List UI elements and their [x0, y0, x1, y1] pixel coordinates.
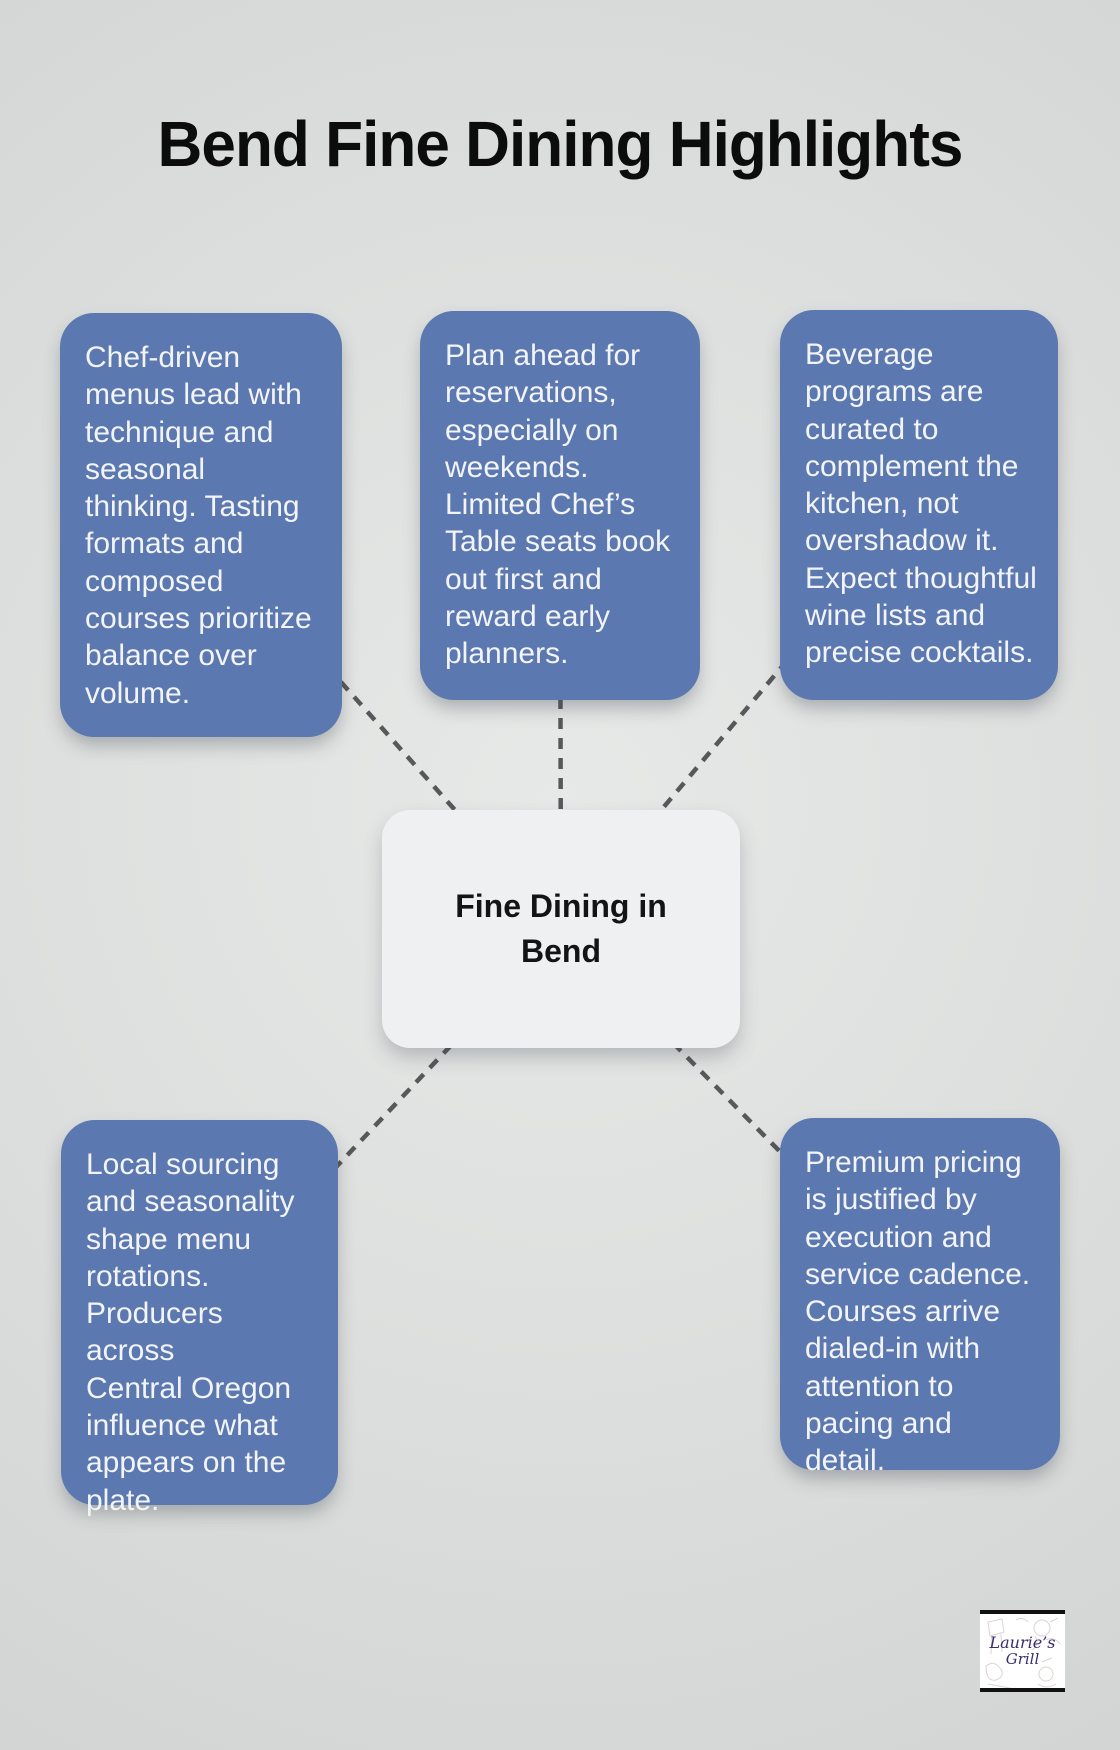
- info-node-beverage-programs: Beverage programs are curated to complem…: [780, 310, 1058, 700]
- info-node-chef-driven-menus: Chef-driven menus lead with technique an…: [60, 313, 342, 737]
- info-node-text: Local sourcing and seasonality shape men…: [86, 1148, 295, 1517]
- info-node-text: Beverage programs are curated to complem…: [805, 338, 1037, 670]
- lauries-grill-logo: Laurie’s Grill: [980, 1610, 1065, 1692]
- logo-name-line2: Grill: [1005, 1650, 1040, 1668]
- logo-sketch-doodles: [985, 1617, 1061, 1688]
- info-node-text: Premium pricing is justified by executio…: [805, 1146, 1031, 1478]
- info-node-reservations: Plan ahead for reservations, especially …: [420, 311, 700, 700]
- info-node-text: Chef-driven menus lead with technique an…: [85, 341, 312, 710]
- info-node-premium-pricing: Premium pricing is justified by executio…: [780, 1118, 1060, 1477]
- info-node-text: Plan ahead for reservations, especially …: [445, 339, 671, 671]
- logo-wordmark: Laurie’s Grill: [990, 1634, 1056, 1668]
- central-topic-label: Fine Dining in Bend: [455, 888, 667, 969]
- page-title: Bend Fine Dining Highlights: [157, 108, 964, 180]
- info-node-local-sourcing: Local sourcing and seasonality shape men…: [61, 1120, 338, 1517]
- central-topic-node: Fine Dining in Bend: [382, 810, 740, 1048]
- logo-name-line1: Laurie’s: [989, 1633, 1056, 1652]
